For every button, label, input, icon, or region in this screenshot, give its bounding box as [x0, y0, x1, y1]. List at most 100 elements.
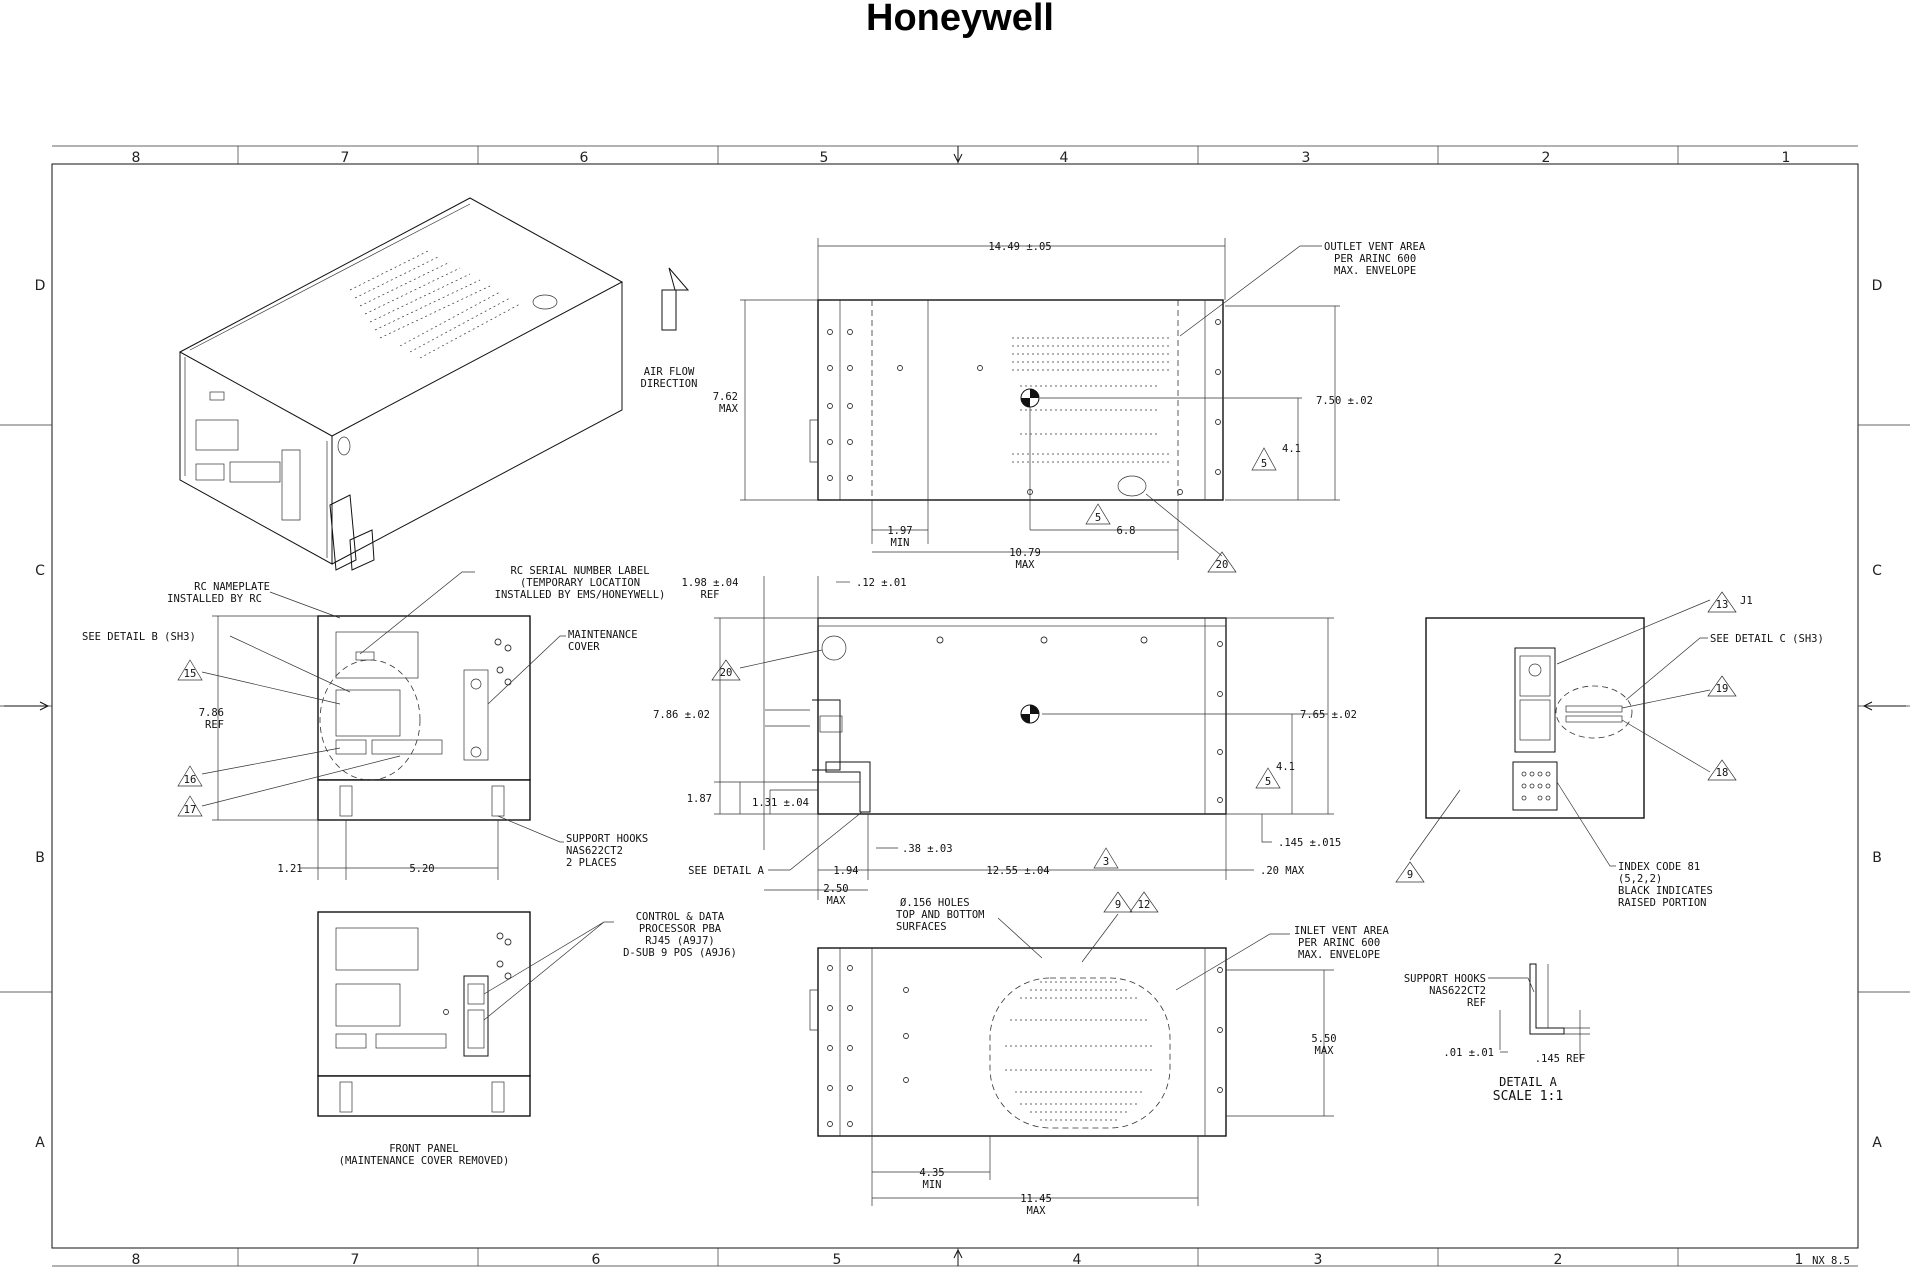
dim-250: 2.50	[823, 883, 848, 895]
side-view-top: 14.49 ±.05 OUTLET VENT AREA PER ARINC 60…	[713, 238, 1426, 573]
grid-col-6-bottom: 6	[592, 1252, 601, 1268]
grid-row-d-right: D	[1872, 278, 1883, 294]
detail-a-hooks-2: NAS622CT2	[1429, 985, 1486, 997]
cdp-label-4: D-SUB 9 POS (A9J6)	[623, 947, 737, 959]
dim-1079-max: MAX	[1016, 559, 1036, 571]
grid-col-5: 5	[820, 150, 829, 166]
j1-label: J1	[1740, 595, 1753, 607]
dim-41-top: 4.1	[1282, 443, 1301, 455]
support-hooks-1: SUPPORT HOOKS	[566, 833, 648, 845]
drawing-border: 8 7 6 5 4 3 2 1 8 7 6 5 4 3 2 1 D C B A …	[0, 145, 1910, 1268]
cdp-label-1: CONTROL & DATA	[636, 911, 725, 923]
detail-a-hooks-1: SUPPORT HOOKS	[1404, 973, 1486, 985]
grid-col-7: 7	[341, 150, 350, 166]
grid-col-1: 1	[1782, 150, 1791, 166]
tri-15: 15	[184, 668, 197, 680]
dim-height-762: 7.62	[713, 391, 738, 403]
top-vent-pattern	[1012, 337, 1170, 463]
airflow-label-2: DIRECTION	[641, 378, 698, 390]
grid-col-4-bottom: 4	[1073, 1252, 1082, 1268]
tri-17: 17	[184, 804, 197, 816]
detail-a-dim-01: .01 ±.01	[1443, 1047, 1494, 1059]
grid-col-5-bottom: 5	[833, 1252, 842, 1268]
cdp-label-3: RJ45 (A9J7)	[645, 935, 715, 947]
index-code-4: RAISED PORTION	[1618, 897, 1707, 909]
inlet-vent-envelope	[989, 977, 1171, 1129]
tri-20-mid: 20	[720, 667, 733, 679]
dim-520: 5.20	[409, 863, 434, 875]
detail-a-dim-145: .145 REF	[1535, 1053, 1586, 1065]
tri-18: 18	[1716, 767, 1729, 779]
iso-vent-pattern	[349, 249, 521, 359]
bottom-view: Ø.156 HOLES TOP AND BOTTOM SURFACES 9 12…	[809, 891, 1390, 1217]
index-code-3: BLACK INDICATES	[1618, 885, 1713, 897]
dim-height-762-max: MAX	[719, 403, 739, 415]
grid-row-c: C	[35, 563, 45, 579]
dim-250-max: MAX	[827, 895, 847, 907]
tri-19: 19	[1716, 683, 1729, 695]
detail-a-hooks-3: REF	[1467, 997, 1486, 1009]
brand-logo: Honeywell	[866, 0, 1054, 39]
rc-nameplate-1: RC NAMEPLATE	[194, 581, 270, 593]
see-detail-a: SEE DETAIL A	[688, 865, 765, 877]
holes-label-1: Ø.156 HOLES	[900, 897, 970, 909]
grid-col-8-bottom: 8	[132, 1252, 141, 1268]
dim-length-1449: 14.49 ±.05	[988, 241, 1051, 253]
see-detail-c: SEE DETAIL C (SH3)	[1710, 633, 1824, 645]
rc-serial-2: (TEMPORARY LOCATION	[520, 577, 640, 589]
dim-786-ref: 7.86	[199, 707, 224, 719]
dim-145: .145 ±.015	[1278, 837, 1341, 849]
support-hooks-2: NAS622CT2	[566, 845, 623, 857]
tri-16: 16	[184, 774, 197, 786]
grid-row-c-right: C	[1872, 563, 1882, 579]
dim-121: 1.21	[277, 863, 302, 875]
dim-20-max: .20 MAX	[1260, 865, 1305, 877]
grid-col-3-bottom: 3	[1314, 1252, 1323, 1268]
grid-col-4: 4	[1060, 150, 1069, 166]
dim-435-min: MIN	[923, 1179, 942, 1191]
front-panel-caption-1: FRONT PANEL	[389, 1143, 459, 1155]
dim-1255: 12.55 ±.04	[986, 865, 1049, 877]
dim-786: 7.86 ±.02	[653, 709, 710, 721]
dim-197-min: MIN	[891, 537, 910, 549]
grid-col-2-bottom: 2	[1554, 1252, 1563, 1268]
dim-198: 1.98 ±.04	[682, 577, 739, 589]
rc-serial-1: RC SERIAL NUMBER LABEL	[510, 565, 649, 577]
dim-435: 4.35	[919, 1167, 944, 1179]
outlet-vent-label-2: PER ARINC 600	[1334, 253, 1416, 265]
detail-a-scale: SCALE 1:1	[1493, 1089, 1563, 1104]
dim-1145-max: MAX	[1027, 1205, 1047, 1217]
front-panel-view: RC NAMEPLATE INSTALLED BY RC RC SERIAL N…	[82, 565, 665, 880]
dim-1079: 10.79	[1009, 547, 1041, 559]
grid-col-1-bottom: 1	[1795, 1252, 1804, 1268]
tri-13: 13	[1716, 599, 1729, 611]
airflow-arrow-icon	[661, 267, 690, 331]
dim-38: .38 ±.03	[902, 843, 953, 855]
dim-197: 1.97	[887, 525, 912, 537]
inlet-vent-label-1: INLET VENT AREA	[1294, 925, 1390, 937]
dim-550: 5.50	[1311, 1033, 1336, 1045]
isometric-view: AIR FLOW DIRECTION	[178, 197, 698, 571]
dim-131: 1.31 ±.04	[752, 797, 809, 809]
front-panel-cover-removed: CONTROL & DATA PROCESSOR PBA RJ45 (A9J7)…	[317, 911, 737, 1167]
dim-68: 6.8	[1117, 525, 1136, 537]
front-panel-caption-2: (MAINTENANCE COVER REMOVED)	[339, 1155, 510, 1167]
tri-12-bottom: 12	[1138, 899, 1151, 911]
grid-col-7-bottom: 7	[351, 1252, 360, 1268]
dim-41-mid: 4.1	[1276, 761, 1295, 773]
dim-765: 7.65 ±.02	[1300, 709, 1357, 721]
tri-9-bottom: 9	[1115, 899, 1121, 911]
dim-786-ref-label: REF	[205, 719, 224, 731]
dim-550-max: MAX	[1315, 1045, 1335, 1057]
grid-row-b: B	[35, 850, 45, 866]
grid-col-8: 8	[132, 150, 141, 166]
dim-194: 1.94	[833, 865, 858, 877]
detail-a-title: DETAIL A	[1499, 1075, 1558, 1089]
inlet-vent-label-3: MAX. ENVELOPE	[1298, 949, 1380, 961]
dim-height-750: 7.50 ±.02	[1316, 395, 1373, 407]
index-code-2: (5,2,2)	[1618, 873, 1662, 885]
grid-col-3: 3	[1302, 150, 1311, 166]
detail-a: SUPPORT HOOKS NAS622CT2 REF .01 ±.01 .14…	[1404, 963, 1590, 1104]
